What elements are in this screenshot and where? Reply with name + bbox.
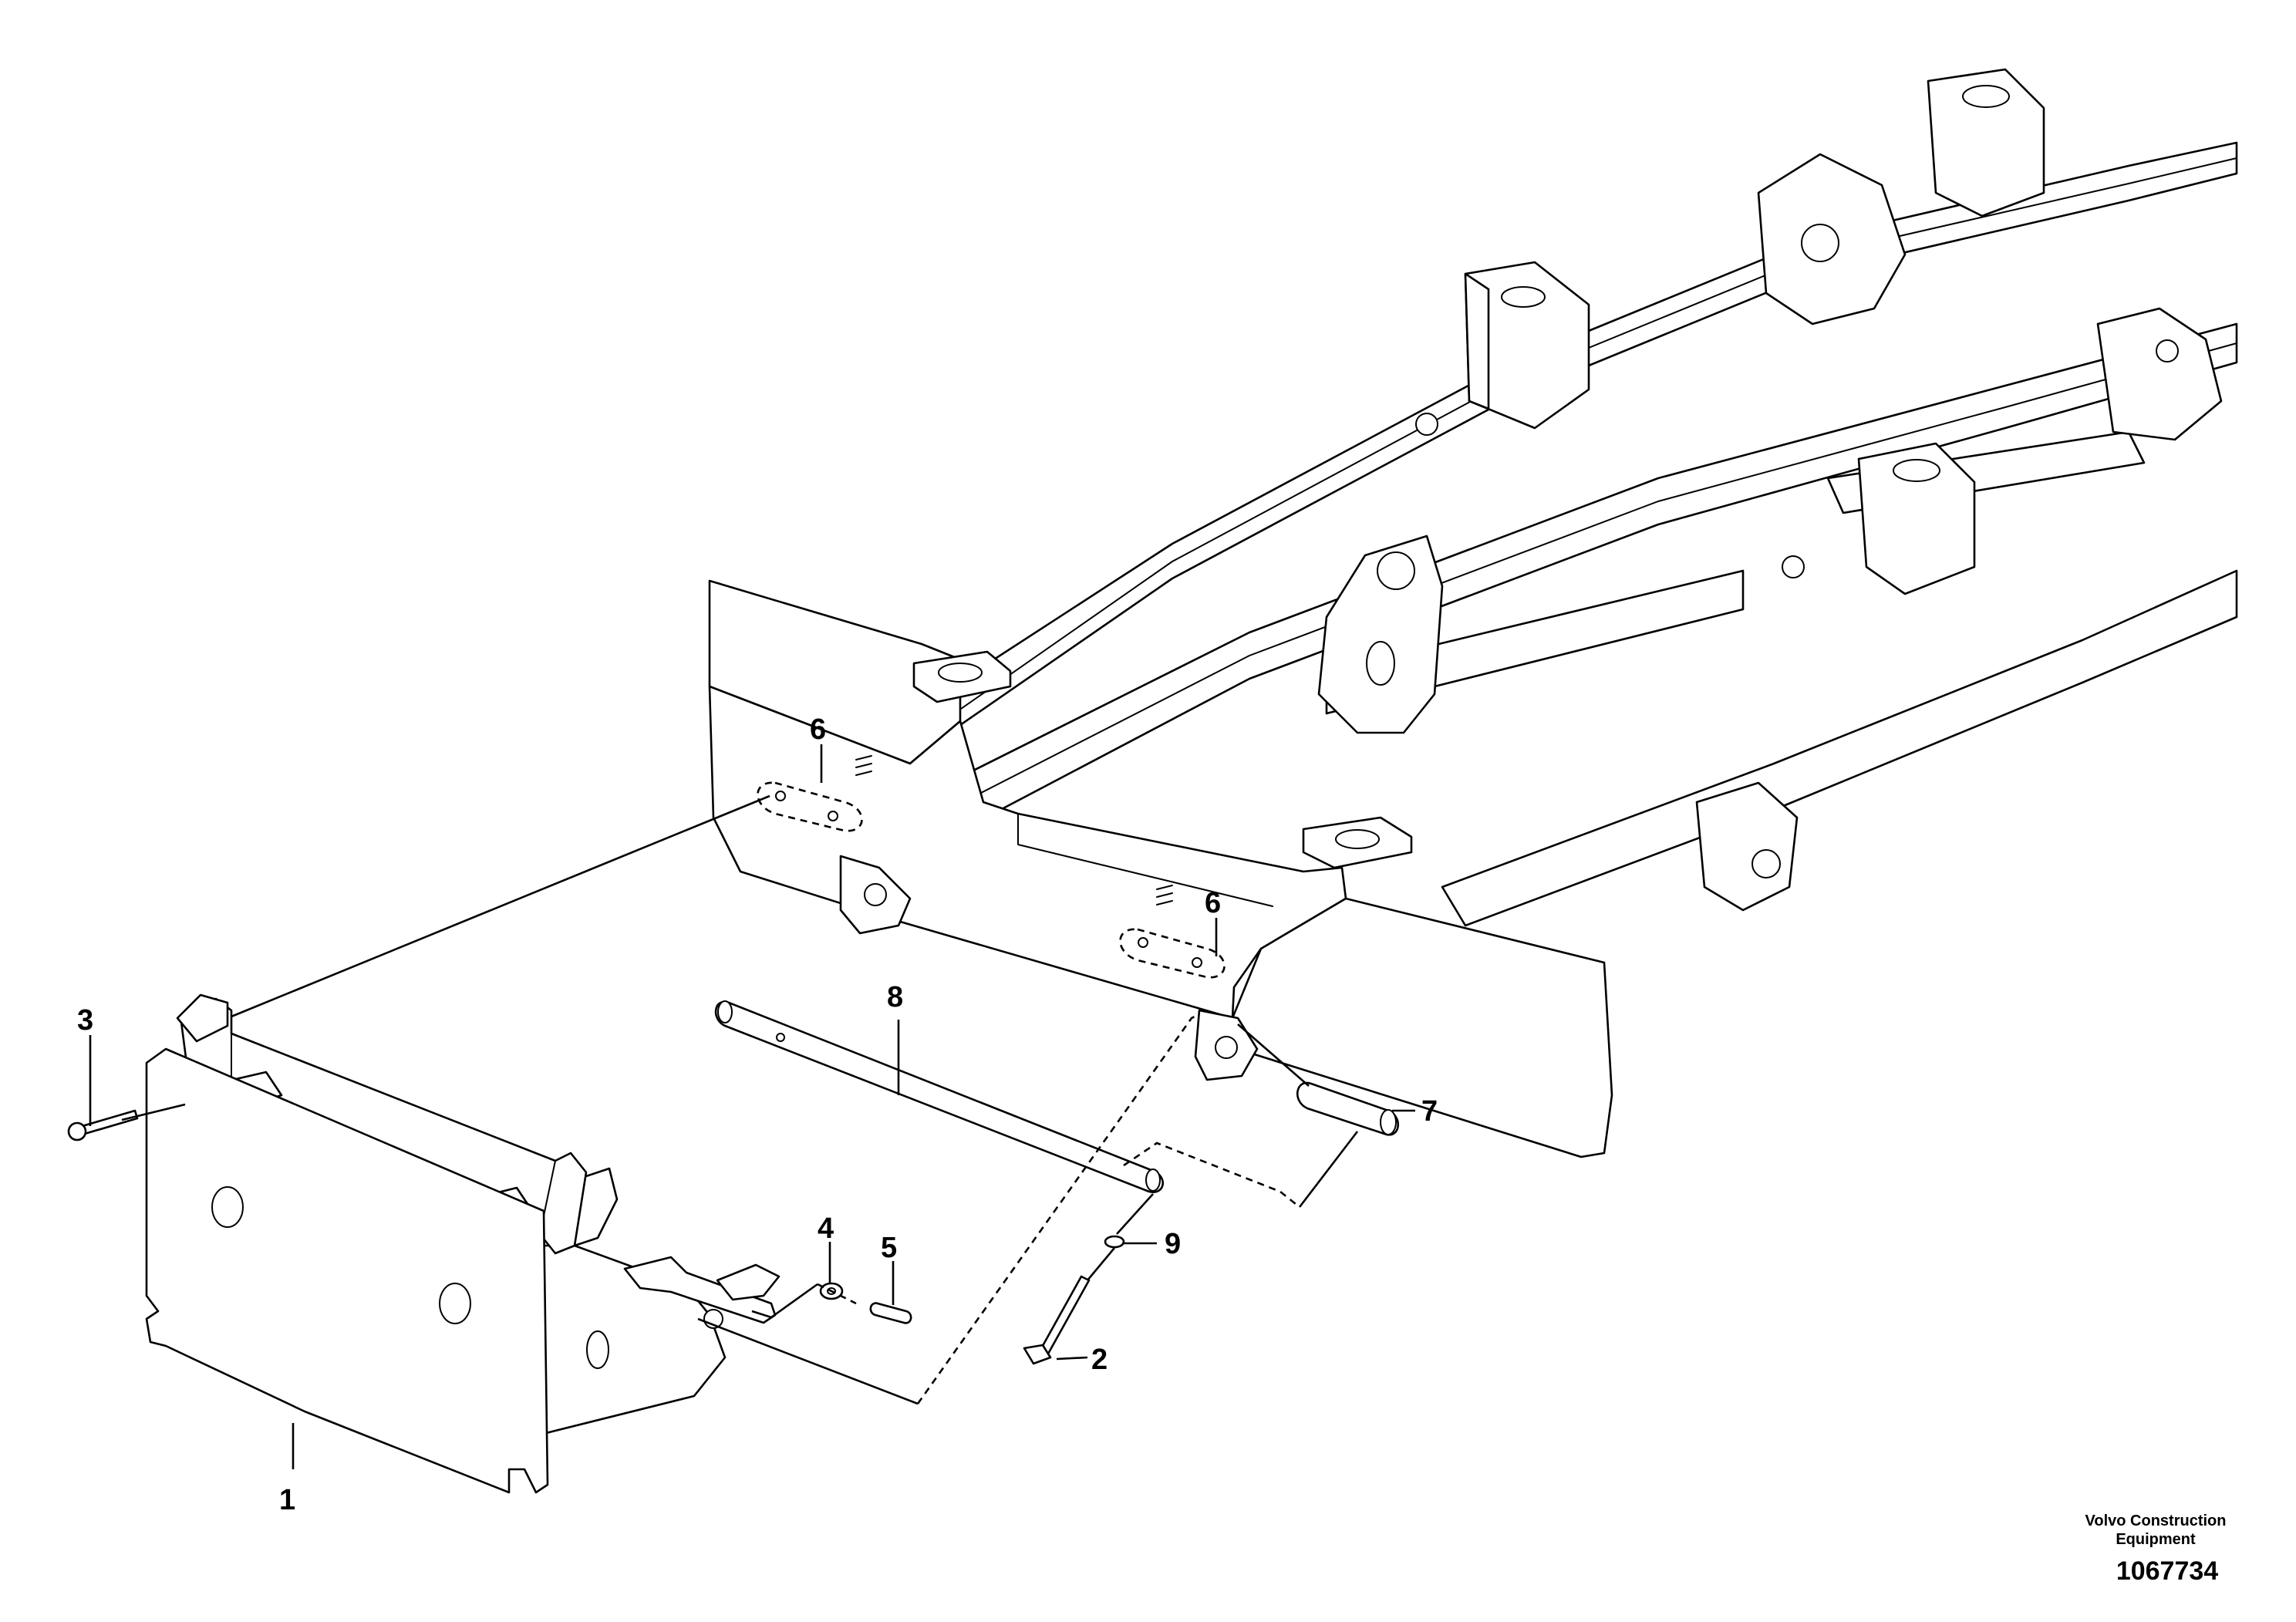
- callout-7: 7: [1421, 1095, 1438, 1128]
- callout-5: 5: [881, 1232, 897, 1264]
- callouts: 1 2 3 4 5 6 6 7 8 9: [77, 713, 1438, 1516]
- assembly-lines: [121, 794, 1359, 1405]
- callout-6-lower: 6: [1205, 887, 1221, 919]
- brand-line-1: Volvo Construction: [2085, 1512, 2227, 1529]
- callout-6-upper: 6: [810, 713, 826, 746]
- shaft-8: [714, 1000, 1165, 1193]
- leader-lines: [89, 744, 1415, 1469]
- manufacturer-caption: Volvo Construction Equipment: [2028, 1512, 2283, 1549]
- drawing-number: 1067734: [2116, 1556, 2219, 1586]
- locking-lever: [623, 1256, 781, 1329]
- bolt-2: [1023, 1275, 1091, 1365]
- pin-5: [869, 1302, 912, 1324]
- callout-8: 8: [887, 981, 903, 1013]
- callout-1: 1: [279, 1484, 295, 1516]
- callout-4: 4: [818, 1212, 834, 1245]
- pin-7: [1296, 1081, 1400, 1136]
- counterweight-bracket: [145, 993, 727, 1494]
- callout-3: 3: [77, 1004, 93, 1037]
- callout-9: 9: [1165, 1228, 1181, 1260]
- washer-9: [1104, 1235, 1125, 1249]
- bolt-3: [67, 1109, 139, 1141]
- callout-2: 2: [1091, 1344, 1108, 1376]
- brand-line-2: Equipment: [2116, 1531, 2196, 1548]
- machine-frame: [708, 68, 2238, 1158]
